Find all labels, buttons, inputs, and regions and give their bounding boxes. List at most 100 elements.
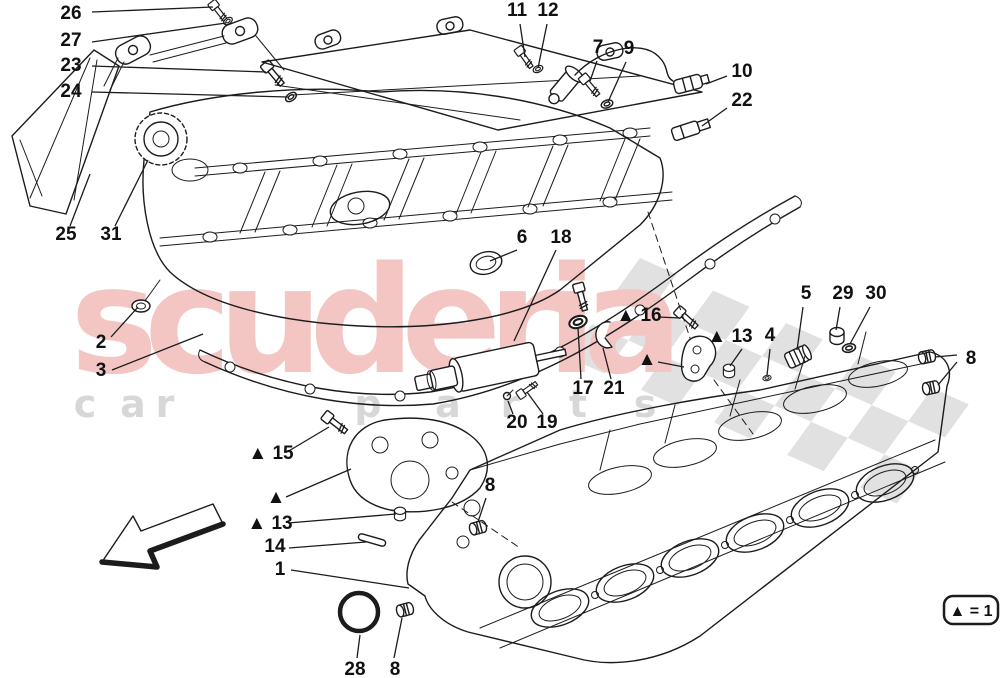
callout-5: 5	[796, 283, 812, 351]
callout-leader-line	[393, 617, 403, 659]
callout-3: 3	[96, 333, 204, 381]
callout-leader-line	[766, 348, 771, 376]
part-number-label-30[interactable]: 30	[865, 283, 886, 304]
callout-leader-line	[111, 333, 204, 371]
part-number-label-8[interactable]: 8	[390, 659, 401, 678]
clip-21	[595, 321, 613, 349]
o-ring-28	[337, 590, 381, 634]
checker-cell	[847, 404, 909, 455]
part-number-label-8[interactable]: 8	[966, 348, 977, 369]
callout-18: 18	[513, 227, 572, 342]
callout-leader-line	[657, 361, 685, 368]
triangle-marker[interactable]: ▲	[267, 487, 286, 508]
callout-leader-line	[835, 306, 841, 331]
part-number-label-21[interactable]: 21	[603, 378, 625, 399]
part-number-label-13[interactable]: ▲ 13	[707, 326, 752, 347]
part-number-label-24[interactable]: 24	[60, 81, 82, 102]
part-number-label-7[interactable]: 7	[593, 37, 604, 58]
callout-26: 26	[60, 3, 214, 24]
part-number-label-8[interactable]: 8	[485, 475, 496, 496]
callout-13-flagged: ▲ 13	[707, 326, 753, 367]
connector-10	[672, 73, 711, 95]
part-number-label-11[interactable]: 11	[507, 0, 528, 21]
callout-4: 4	[765, 325, 776, 376]
part-number-label-5[interactable]: 5	[801, 283, 812, 304]
checker-cell	[689, 290, 750, 340]
callout-6: 6	[489, 227, 528, 262]
cylinder-head	[406, 331, 951, 664]
washer-30	[840, 341, 858, 355]
part-number-label-27[interactable]: 27	[60, 30, 81, 51]
legend-box: ▲ = 1	[942, 594, 1000, 626]
part-number-label-22[interactable]: 22	[731, 90, 752, 111]
part-number-label-28[interactable]: 28	[344, 659, 365, 678]
callout-15-flagged: ▲ 15	[248, 426, 330, 464]
direction-arrow	[99, 503, 226, 570]
part-number-label-12[interactable]: 12	[537, 0, 558, 21]
callout-leader-line	[577, 327, 582, 380]
heat-shield-plate	[261, 16, 703, 131]
part-number-label-20[interactable]: 20	[506, 412, 527, 433]
callout-leader-line	[91, 91, 289, 98]
bushing-13-left	[393, 506, 407, 522]
callout-19: 19	[526, 391, 558, 433]
part-number-label-19[interactable]: 19	[536, 412, 557, 433]
part-number-label-1[interactable]: 1	[275, 559, 286, 580]
screw-15	[319, 409, 351, 437]
callout-leader-line	[537, 23, 548, 69]
part-number-label-18[interactable]: 18	[550, 227, 571, 248]
callout-31: 31	[100, 159, 149, 245]
callout-leader-line	[285, 468, 352, 498]
part-number-label-15[interactable]: ▲ 15	[248, 443, 294, 464]
part-number-label-14[interactable]: 14	[264, 536, 286, 557]
part-number-label-31[interactable]: 31	[100, 224, 122, 245]
part-number-label-25[interactable]: 25	[55, 224, 77, 245]
callout-9: 9	[607, 38, 635, 103]
part-number-label-2[interactable]: 2	[96, 332, 107, 353]
callout-leader-line	[701, 107, 728, 127]
callout-20: 20	[506, 400, 528, 433]
callout-21: 21	[602, 347, 625, 399]
core-plug-8-bottom	[394, 601, 416, 619]
checker-cell	[615, 258, 677, 308]
part-number-label-26[interactable]: 26	[60, 3, 81, 24]
part-number-label-3[interactable]: 3	[96, 360, 107, 381]
callout-22: 22	[701, 90, 753, 127]
callout-8: 8	[390, 617, 403, 678]
callout-leader-line	[91, 6, 214, 13]
part-number-label-4[interactable]: 4	[765, 325, 776, 346]
callout-8: 8	[934, 348, 977, 386]
callout-leader-line	[69, 173, 91, 227]
core-plug-8-lower	[920, 379, 942, 397]
part-number-label-13[interactable]: ▲ 13	[247, 513, 292, 534]
callout-1: 1	[275, 559, 410, 589]
part-number-label-9[interactable]: 9	[624, 38, 635, 59]
oil-filler-cap	[134, 112, 188, 166]
screw-20	[502, 389, 514, 401]
callout-leader-line	[477, 497, 487, 523]
part-number-label-16[interactable]: ▲ 16	[616, 305, 661, 326]
triangle-marker[interactable]: ▲	[638, 349, 657, 370]
cam-cover	[131, 88, 673, 328]
part-number-label-6[interactable]: 6	[517, 227, 528, 248]
checker-cell	[908, 388, 969, 438]
callout-29: 29	[832, 283, 854, 331]
screw-4	[761, 374, 773, 382]
callout-28: 28	[344, 634, 366, 678]
part-number-label-10[interactable]: 10	[731, 61, 752, 82]
bushing-29	[829, 326, 845, 346]
core-plug-8-middle	[467, 519, 489, 537]
part-number-label-29[interactable]: 29	[832, 283, 853, 304]
checker-cell	[628, 307, 690, 357]
callout-leader-line	[937, 361, 958, 386]
callout-leader-line	[589, 60, 598, 82]
legend-text: ▲ = 1	[950, 603, 993, 620]
callout-16-flagged: ▲ 16	[616, 305, 681, 326]
callout-leader-line	[849, 306, 871, 345]
part-number-label-23[interactable]: 23	[60, 55, 81, 76]
callout-23: 23	[60, 55, 267, 76]
callout-24: 24	[60, 81, 289, 102]
part-number-label-17[interactable]: 17	[572, 378, 593, 399]
timing-sensor	[548, 47, 674, 105]
